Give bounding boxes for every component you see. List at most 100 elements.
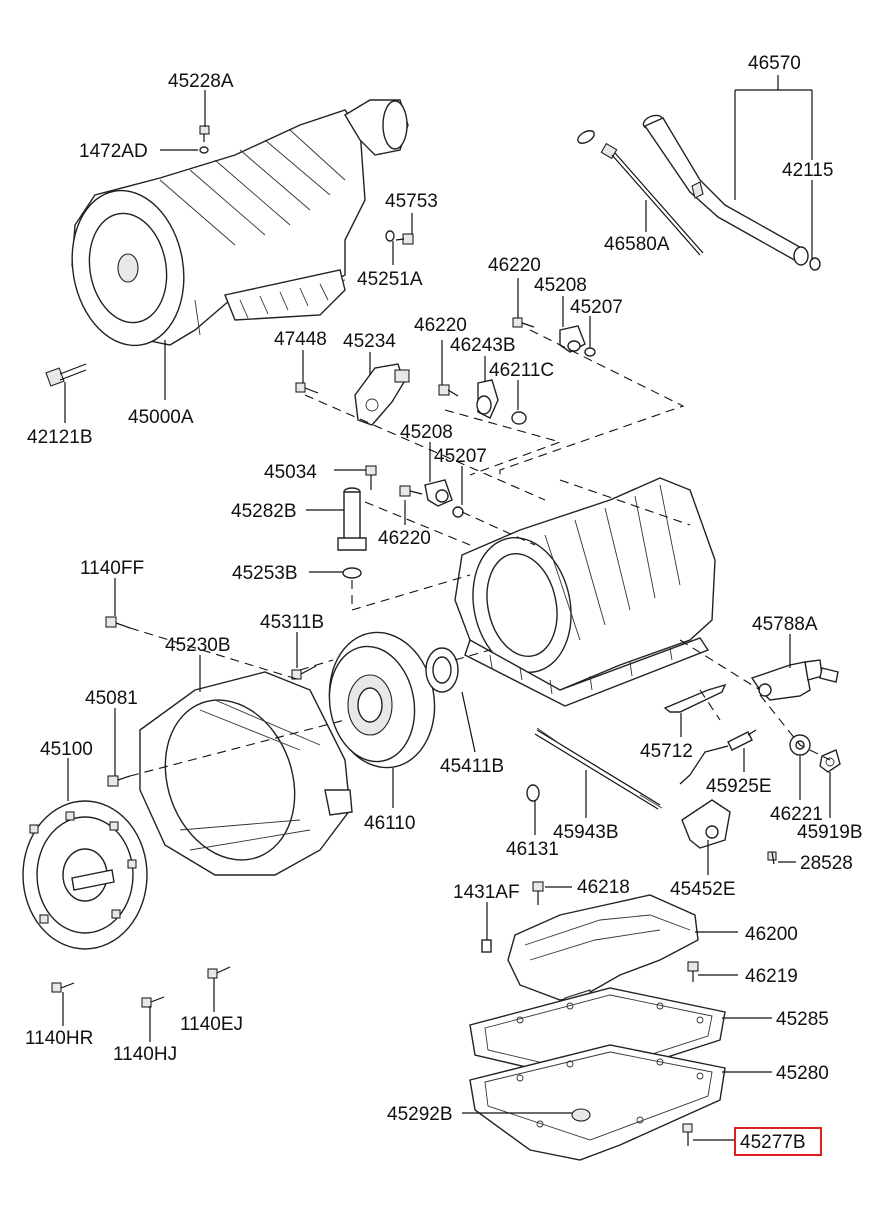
shaft-45282b[interactable]	[337, 487, 367, 551]
label-1140ff[interactable]: 1140FF	[80, 558, 144, 579]
label-47448[interactable]: 47448	[274, 329, 327, 350]
sensor-46243b[interactable]	[476, 379, 499, 419]
label-1472ad[interactable]: 1472AD	[79, 141, 148, 162]
label-45411b[interactable]: 45411B	[440, 756, 504, 777]
label-45280[interactable]: 45280	[776, 1063, 829, 1084]
sensor-45925e[interactable]	[679, 729, 757, 785]
bolt-45081[interactable]	[107, 775, 131, 787]
sensor-45208-b[interactable]	[424, 479, 453, 507]
oil-pump-46110[interactable]	[319, 624, 445, 776]
bolt-46219[interactable]	[687, 961, 699, 982]
label-46580a[interactable]: 46580A	[604, 234, 670, 255]
label-46220-c[interactable]: 46220	[378, 528, 431, 549]
bolt-1140ej[interactable]	[207, 966, 231, 979]
highlight-box-45277b	[734, 1127, 822, 1156]
label-42115[interactable]: 42115	[782, 160, 833, 181]
rod-45943b[interactable]	[534, 727, 663, 810]
label-45452e[interactable]: 45452E	[670, 879, 736, 900]
oring-45207-b[interactable]	[452, 506, 464, 518]
bolt-45034[interactable]	[365, 465, 377, 490]
label-45234[interactable]: 45234	[343, 331, 396, 352]
bolt-42121b[interactable]	[45, 363, 87, 387]
seal-45411b[interactable]	[425, 647, 459, 693]
label-46131[interactable]: 46131	[506, 839, 559, 860]
label-45208-b[interactable]: 45208	[400, 422, 453, 443]
converter-housing-45230b[interactable]	[139, 671, 353, 878]
oring-46131[interactable]	[526, 784, 540, 802]
label-45925e[interactable]: 45925E	[706, 776, 772, 797]
label-42121b[interactable]: 42121B	[27, 427, 93, 448]
bolt-46220-a[interactable]	[512, 317, 535, 328]
dipstick-46580a[interactable]	[576, 128, 704, 256]
label-46221[interactable]: 46221	[770, 804, 823, 825]
bolt-1140hj[interactable]	[141, 996, 165, 1008]
label-45285[interactable]: 45285	[776, 1009, 829, 1030]
label-45208-a[interactable]: 45208	[534, 275, 587, 296]
label-46220-a[interactable]: 46220	[488, 255, 541, 276]
label-46110[interactable]: 46110	[364, 813, 415, 834]
label-45000a[interactable]: 45000A	[128, 407, 194, 428]
label-45253b[interactable]: 45253B	[232, 563, 298, 584]
bolt-46218[interactable]	[532, 881, 544, 905]
label-28528[interactable]: 28528	[800, 853, 853, 874]
transmission-case-drawing[interactable]	[454, 477, 716, 707]
assembly-dash-lines	[129, 329, 831, 777]
sensor-45208-a[interactable]	[559, 325, 586, 353]
label-45788a[interactable]: 45788A	[752, 614, 818, 635]
nut-45919b[interactable]	[819, 749, 841, 773]
label-1140hj[interactable]: 1140HJ	[113, 1044, 177, 1065]
switch-45234[interactable]	[354, 363, 410, 426]
bolt-1140hr[interactable]	[51, 982, 75, 993]
oring-46211c[interactable]	[511, 411, 527, 425]
label-1431af[interactable]: 1431AF	[453, 882, 520, 903]
label-45207-b[interactable]: 45207	[434, 446, 487, 467]
oring-45253b[interactable]	[342, 567, 362, 579]
bolt-45277b[interactable]	[682, 1123, 693, 1146]
label-46218[interactable]: 46218	[577, 877, 630, 898]
bolt-45311b[interactable]	[291, 665, 317, 680]
label-45034[interactable]: 45034	[264, 462, 317, 483]
pin-1431af[interactable]	[481, 939, 492, 953]
bolt-47448[interactable]	[295, 382, 319, 394]
label-46211c[interactable]: 46211C	[489, 360, 554, 381]
label-46220-b[interactable]: 46220	[414, 315, 467, 336]
drain-plug-45292b[interactable]	[571, 1108, 591, 1122]
label-45230b[interactable]: 45230B	[165, 635, 231, 656]
label-45251a[interactable]: 45251A	[357, 269, 423, 290]
label-45919b[interactable]: 45919B	[797, 822, 863, 843]
washer-1472ad[interactable]	[199, 146, 209, 154]
label-45753[interactable]: 45753	[385, 191, 438, 212]
label-45081[interactable]: 45081	[85, 688, 138, 709]
label-45277b[interactable]: 45277B	[740, 1132, 806, 1153]
bracket-45712[interactable]	[663, 683, 727, 713]
label-46200[interactable]: 46200	[745, 924, 798, 945]
label-45282b[interactable]: 45282B	[231, 501, 297, 522]
label-45292b[interactable]: 45292B	[387, 1104, 453, 1125]
label-45207-a[interactable]: 45207	[570, 297, 623, 318]
label-45943b[interactable]: 45943B	[553, 822, 619, 843]
label-45228a[interactable]: 45228A	[168, 71, 234, 92]
label-45311b[interactable]: 45311B	[260, 612, 324, 633]
bolt-1140ff[interactable]	[105, 616, 131, 629]
dipstick-tube-46570[interactable]	[642, 113, 809, 266]
oring-45251a[interactable]	[385, 230, 395, 242]
label-45712[interactable]: 45712	[640, 741, 693, 762]
label-1140hr[interactable]: 1140HR	[25, 1028, 93, 1049]
oring-45207-a[interactable]	[584, 347, 596, 357]
oring-42115[interactable]	[809, 257, 821, 271]
oil-pan-45280[interactable]	[469, 1044, 726, 1161]
bolt-45228a[interactable]	[199, 125, 210, 142]
bolt-46220-c[interactable]	[399, 485, 423, 497]
label-46219[interactable]: 46219	[745, 966, 798, 987]
label-1140ej[interactable]: 1140EJ	[180, 1014, 243, 1035]
bracket-45788a[interactable]	[750, 659, 839, 701]
label-46570[interactable]: 46570	[748, 53, 801, 74]
label-46243b[interactable]: 46243B	[450, 335, 516, 356]
label-45100[interactable]: 45100	[40, 739, 93, 760]
bolt-46220-b[interactable]	[438, 384, 459, 397]
torque-converter-45100[interactable]	[22, 800, 148, 950]
bolt-28528[interactable]	[767, 851, 777, 865]
bolt-45753[interactable]	[395, 233, 414, 245]
transmission-assembly-drawing[interactable]	[60, 99, 409, 354]
lever-45452e[interactable]	[681, 799, 731, 849]
